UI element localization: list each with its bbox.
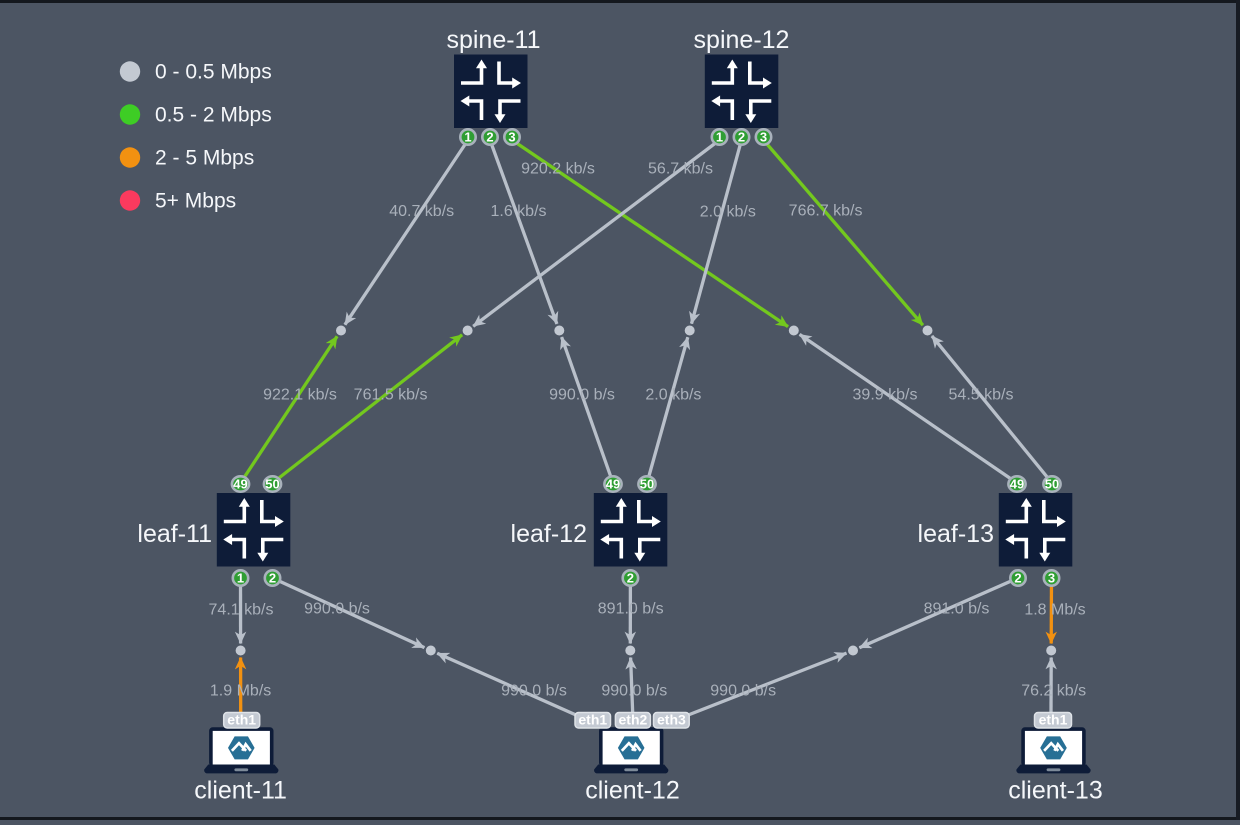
svg-text:49: 49 <box>233 477 247 492</box>
svg-text:eth1: eth1 <box>227 712 256 728</box>
svg-text:54.5 kb/s: 54.5 kb/s <box>949 387 1014 404</box>
svg-text:40.7 kb/s: 40.7 kb/s <box>389 203 454 220</box>
svg-text:922.1 kb/s: 922.1 kb/s <box>263 387 337 404</box>
svg-text:990.0 b/s: 990.0 b/s <box>501 683 567 700</box>
svg-text:3: 3 <box>760 130 767 145</box>
svg-text:76.2 kb/s: 76.2 kb/s <box>1021 683 1086 700</box>
svg-text:50: 50 <box>1045 477 1059 492</box>
svg-text:2: 2 <box>1014 571 1021 586</box>
svg-text:990.0 b/s: 990.0 b/s <box>304 601 370 618</box>
svg-text:2.0 kb/s: 2.0 kb/s <box>700 204 756 221</box>
svg-text:49: 49 <box>1010 477 1024 492</box>
svg-text:leaf-11: leaf-11 <box>137 520 212 548</box>
svg-text:1: 1 <box>464 130 471 145</box>
svg-text:3: 3 <box>508 130 515 145</box>
svg-text:client-11: client-11 <box>194 777 287 805</box>
svg-text:920.2 kb/s: 920.2 kb/s <box>521 161 595 178</box>
svg-text:eth1: eth1 <box>578 712 607 728</box>
svg-text:50: 50 <box>265 477 279 492</box>
svg-text:1.6 kb/s: 1.6 kb/s <box>490 203 546 220</box>
svg-text:56.7 kb/s: 56.7 kb/s <box>648 161 713 178</box>
svg-text:client-13: client-13 <box>1008 777 1103 805</box>
svg-text:74.1 kb/s: 74.1 kb/s <box>209 602 274 619</box>
svg-text:2 - 5 Mbps: 2 - 5 Mbps <box>155 147 254 170</box>
svg-text:49: 49 <box>606 477 620 492</box>
svg-text:2: 2 <box>627 571 634 586</box>
svg-text:0.5 - 2 Mbps: 0.5 - 2 Mbps <box>155 104 272 127</box>
svg-text:891.0 b/s: 891.0 b/s <box>924 601 990 618</box>
svg-text:50: 50 <box>640 477 654 492</box>
svg-text:1: 1 <box>237 571 244 586</box>
svg-text:990.0 b/s: 990.0 b/s <box>601 683 667 700</box>
svg-text:761.5 kb/s: 761.5 kb/s <box>354 387 428 404</box>
svg-text:1: 1 <box>716 130 723 145</box>
svg-text:891.0 b/s: 891.0 b/s <box>598 601 664 618</box>
svg-text:2: 2 <box>738 130 745 145</box>
svg-text:leaf-13: leaf-13 <box>918 520 994 548</box>
svg-text:1.8 Mb/s: 1.8 Mb/s <box>1024 602 1085 619</box>
svg-text:leaf-12: leaf-12 <box>511 520 587 548</box>
svg-text:eth3: eth3 <box>657 712 686 728</box>
svg-text:766.7 kb/s: 766.7 kb/s <box>789 203 863 220</box>
svg-text:spine-11: spine-11 <box>446 26 540 54</box>
svg-text:client-12: client-12 <box>585 777 680 805</box>
svg-text:eth1: eth1 <box>1039 712 1068 728</box>
svg-text:39.9 kb/s: 39.9 kb/s <box>853 387 918 404</box>
svg-text:5+ Mbps: 5+ Mbps <box>155 190 236 213</box>
svg-text:990.0 b/s: 990.0 b/s <box>549 387 615 404</box>
svg-text:990.0 b/s: 990.0 b/s <box>710 683 776 700</box>
svg-text:3: 3 <box>1048 571 1055 586</box>
svg-text:eth2: eth2 <box>619 712 648 728</box>
svg-text:2: 2 <box>486 130 493 145</box>
svg-text:2.0 kb/s: 2.0 kb/s <box>645 387 701 404</box>
svg-text:1.9 Mb/s: 1.9 Mb/s <box>210 683 271 700</box>
svg-text:spine-12: spine-12 <box>694 26 790 54</box>
svg-text:2: 2 <box>269 571 276 586</box>
svg-text:0 - 0.5 Mbps: 0 - 0.5 Mbps <box>155 61 272 84</box>
